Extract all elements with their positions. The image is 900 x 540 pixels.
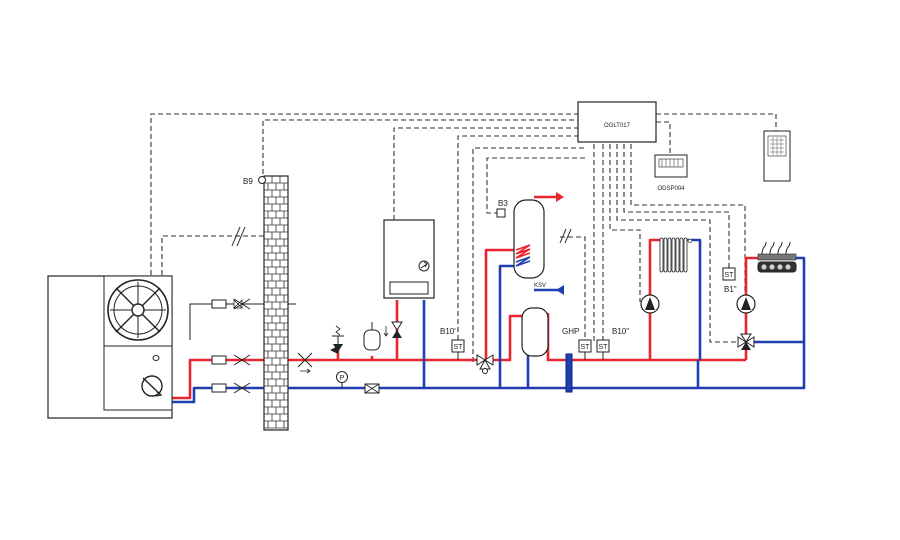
display-icon (654, 154, 688, 178)
heat-pump-unit-icon (47, 275, 173, 419)
flow-pipes (172, 192, 762, 400)
expansion-vessel-icon (363, 322, 381, 351)
sensor-b10prime-icon: ST (451, 339, 465, 360)
radiator-icon (659, 237, 693, 273)
hot-outlet-arrow-icon (556, 192, 564, 202)
wire-b9 (262, 119, 578, 174)
st-label: ST (454, 344, 464, 351)
wire-b1 (623, 128, 730, 268)
label-b9: B9 (243, 177, 253, 186)
wire-mix-valve (616, 128, 738, 343)
label-display: ODSP004 (657, 186, 685, 192)
fan-icon (107, 279, 169, 341)
radiator-fin (659, 237, 664, 273)
main-flow-pipe (172, 358, 482, 400)
wire-boiler (393, 127, 578, 220)
radiator-flow-pipe (648, 238, 660, 360)
room-unit-icon (763, 130, 791, 182)
dhw-return-pipe (498, 264, 516, 388)
label-b10prime: B10' (440, 327, 456, 336)
sensor-b10dbl-icon: ST (596, 339, 610, 360)
label-ghp: GHP (562, 327, 579, 336)
wire-display (656, 121, 671, 155)
radiator-valve (687, 238, 693, 244)
wire-break-mark-4 (564, 228, 572, 244)
sensor-b1-icon: ST (722, 267, 736, 281)
boiler-icon (383, 219, 435, 299)
sensor-ghp-icon: ST (578, 339, 592, 360)
radiator-fin (667, 237, 672, 273)
wire-break-mark-3 (559, 228, 567, 244)
wire-pump-1 (609, 128, 641, 302)
radiator-fin (663, 237, 668, 273)
buffer-tank-icon (521, 307, 549, 357)
radiator-fin (679, 237, 684, 273)
filter-icon (364, 383, 380, 394)
st-label: ST (599, 344, 609, 351)
pressure-gauge-icon: P (336, 371, 348, 388)
safety-valve-icon (330, 325, 344, 354)
wire-heatpump (150, 113, 578, 275)
signal-wiring (150, 113, 777, 362)
check-valve-icon (297, 352, 313, 374)
label-controller: OGLT017 (604, 123, 631, 129)
brick-wall-icon (263, 175, 289, 431)
hydraulic-separator-icon (565, 353, 573, 393)
radiator-fin (671, 237, 676, 273)
radiator-return-pipe (686, 238, 702, 360)
dhw-coil-pipe (484, 248, 516, 360)
wire-break-mark (231, 226, 241, 247)
buffer-feed-pipe (488, 314, 522, 362)
pressure-label: P (340, 375, 345, 382)
label-b10dbl: B10" (612, 327, 629, 336)
floor-flow-pipe (744, 256, 762, 360)
hot-water-tank-icon (513, 199, 545, 279)
wire-valve (472, 147, 585, 362)
compressor-icon (141, 375, 163, 397)
wall-connections (189, 298, 296, 394)
sensor-b3-icon (496, 208, 506, 218)
cold-inlet-arrow-icon (556, 285, 564, 295)
buffer-out-pipe (540, 312, 746, 362)
controller-icon: OGLT017 (577, 101, 657, 143)
st-label: ST (725, 272, 735, 279)
underfloor-manifold-icon (757, 241, 797, 273)
st-label: ST (581, 344, 591, 351)
sensor-b9-icon (258, 176, 266, 184)
floor-pump-icon (736, 294, 756, 314)
wire-heatpump-2 (161, 235, 270, 275)
wire-break-mark-2 (236, 226, 246, 247)
wire-room-unit (656, 113, 777, 131)
three-way-valve-icon (476, 354, 494, 374)
wire-ghp-2 (560, 236, 586, 342)
label-b3: B3 (498, 199, 508, 208)
wire-b10prime (457, 135, 580, 340)
label-ksv: KSV (534, 283, 546, 289)
label-b1: B1" (724, 285, 737, 294)
radiator-fin (675, 237, 680, 273)
radiator-fin (683, 237, 688, 273)
mixing-valve-icon (737, 333, 755, 350)
radiator-pump-icon (640, 294, 660, 314)
drain-valve-icon (383, 321, 403, 338)
